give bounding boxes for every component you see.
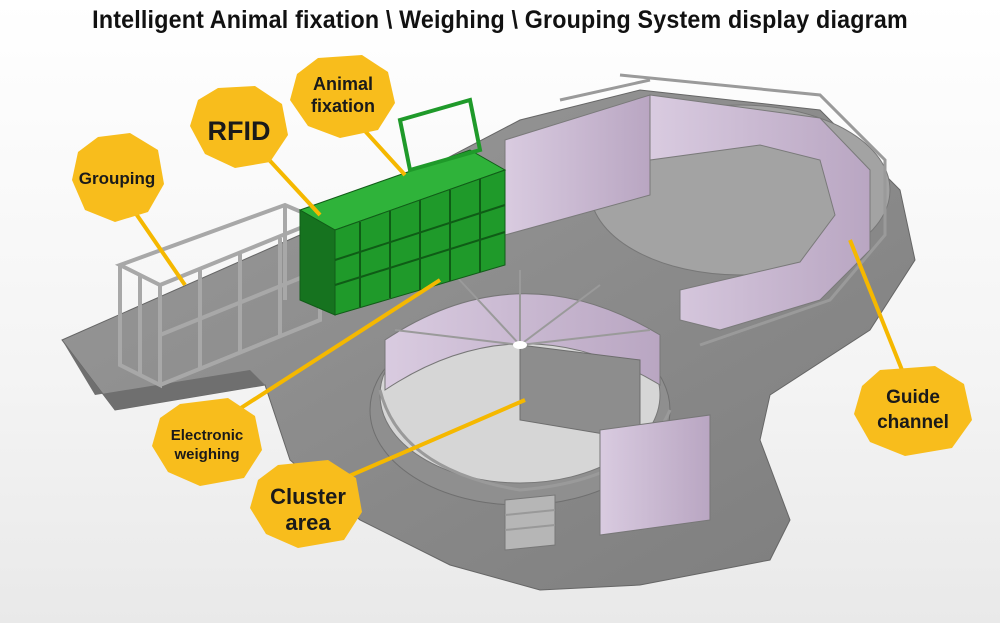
- animal-fixation-label-line1: Animal: [313, 74, 373, 94]
- callout-rfid: RFID: [190, 86, 288, 168]
- animal-fixation-label-line2: fixation: [311, 96, 375, 116]
- electronic-weighing-label-line2: weighing: [174, 446, 240, 463]
- rfid-label: RFID: [208, 116, 271, 146]
- callout-animal-fixation: Animal fixation: [290, 55, 395, 138]
- rfid-badge-icon: [190, 86, 288, 168]
- fixation-crate: [298, 97, 507, 316]
- electronic-weighing-label-line1: Electronic: [171, 427, 244, 444]
- guide-channel-label-line1: Guide: [886, 387, 940, 408]
- cluster-area-label-line2: area: [285, 510, 331, 535]
- grouping-badge-icon: [72, 133, 164, 222]
- animal-fixation-badge-icon: [290, 55, 395, 138]
- cluster-area-pen: [369, 270, 711, 551]
- cluster-area-label-line1: Cluster: [270, 484, 346, 509]
- callout-electronic-weighing: Electronic weighing: [152, 398, 262, 486]
- callout-guide-channel: Guide channel: [854, 366, 972, 456]
- electronic-weighing-badge-icon: [152, 398, 262, 486]
- guide-channel-enclosure: [504, 73, 891, 347]
- guide-channel-label-line2: channel: [877, 412, 949, 433]
- guide-channel-badge-icon: [854, 366, 972, 456]
- cluster-area-badge-icon: [250, 460, 362, 548]
- grouping-label: Grouping: [79, 169, 155, 188]
- callout-grouping: Grouping: [72, 133, 164, 222]
- callout-cluster-area: Cluster area: [250, 460, 362, 548]
- diagram-title: Intelligent Animal fixation \ Weighing \…: [92, 6, 908, 34]
